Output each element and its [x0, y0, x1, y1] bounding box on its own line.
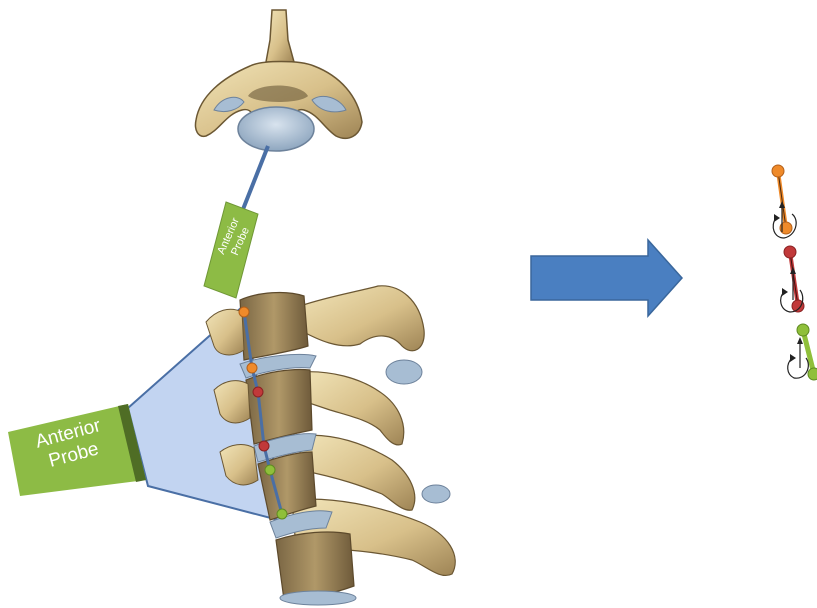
segment-red-core	[790, 252, 798, 306]
facet-cap-1	[386, 360, 422, 384]
joint-green-bottom	[808, 368, 817, 380]
base-disc	[280, 591, 356, 605]
cervical-spine-illustration	[206, 286, 455, 605]
spinous-process	[266, 10, 294, 62]
joint-green-top	[797, 324, 809, 336]
right-arrow-icon	[531, 240, 682, 316]
marker-red-upper	[253, 387, 263, 397]
vertebral-body-disc	[238, 107, 314, 151]
process-1	[300, 286, 424, 351]
rotation-arrowhead	[774, 214, 780, 222]
facet-cap-2	[422, 485, 450, 503]
rotation-arrowhead	[782, 288, 788, 296]
up-arrowhead	[797, 337, 803, 344]
marker-red-lower	[259, 441, 269, 451]
segment-chain	[772, 165, 817, 380]
body-c5	[276, 532, 354, 600]
marker-orange-upper	[239, 307, 249, 317]
rotation-arrowhead	[790, 354, 796, 362]
joint-red-top	[784, 246, 796, 258]
top-vertebra-illustration	[195, 10, 362, 151]
marker-green-upper	[265, 465, 275, 475]
marker-green-lower	[277, 509, 287, 519]
marker-orange-lower	[247, 363, 257, 373]
joint-orange-top	[772, 165, 784, 177]
small-anterior-probe	[204, 202, 258, 298]
